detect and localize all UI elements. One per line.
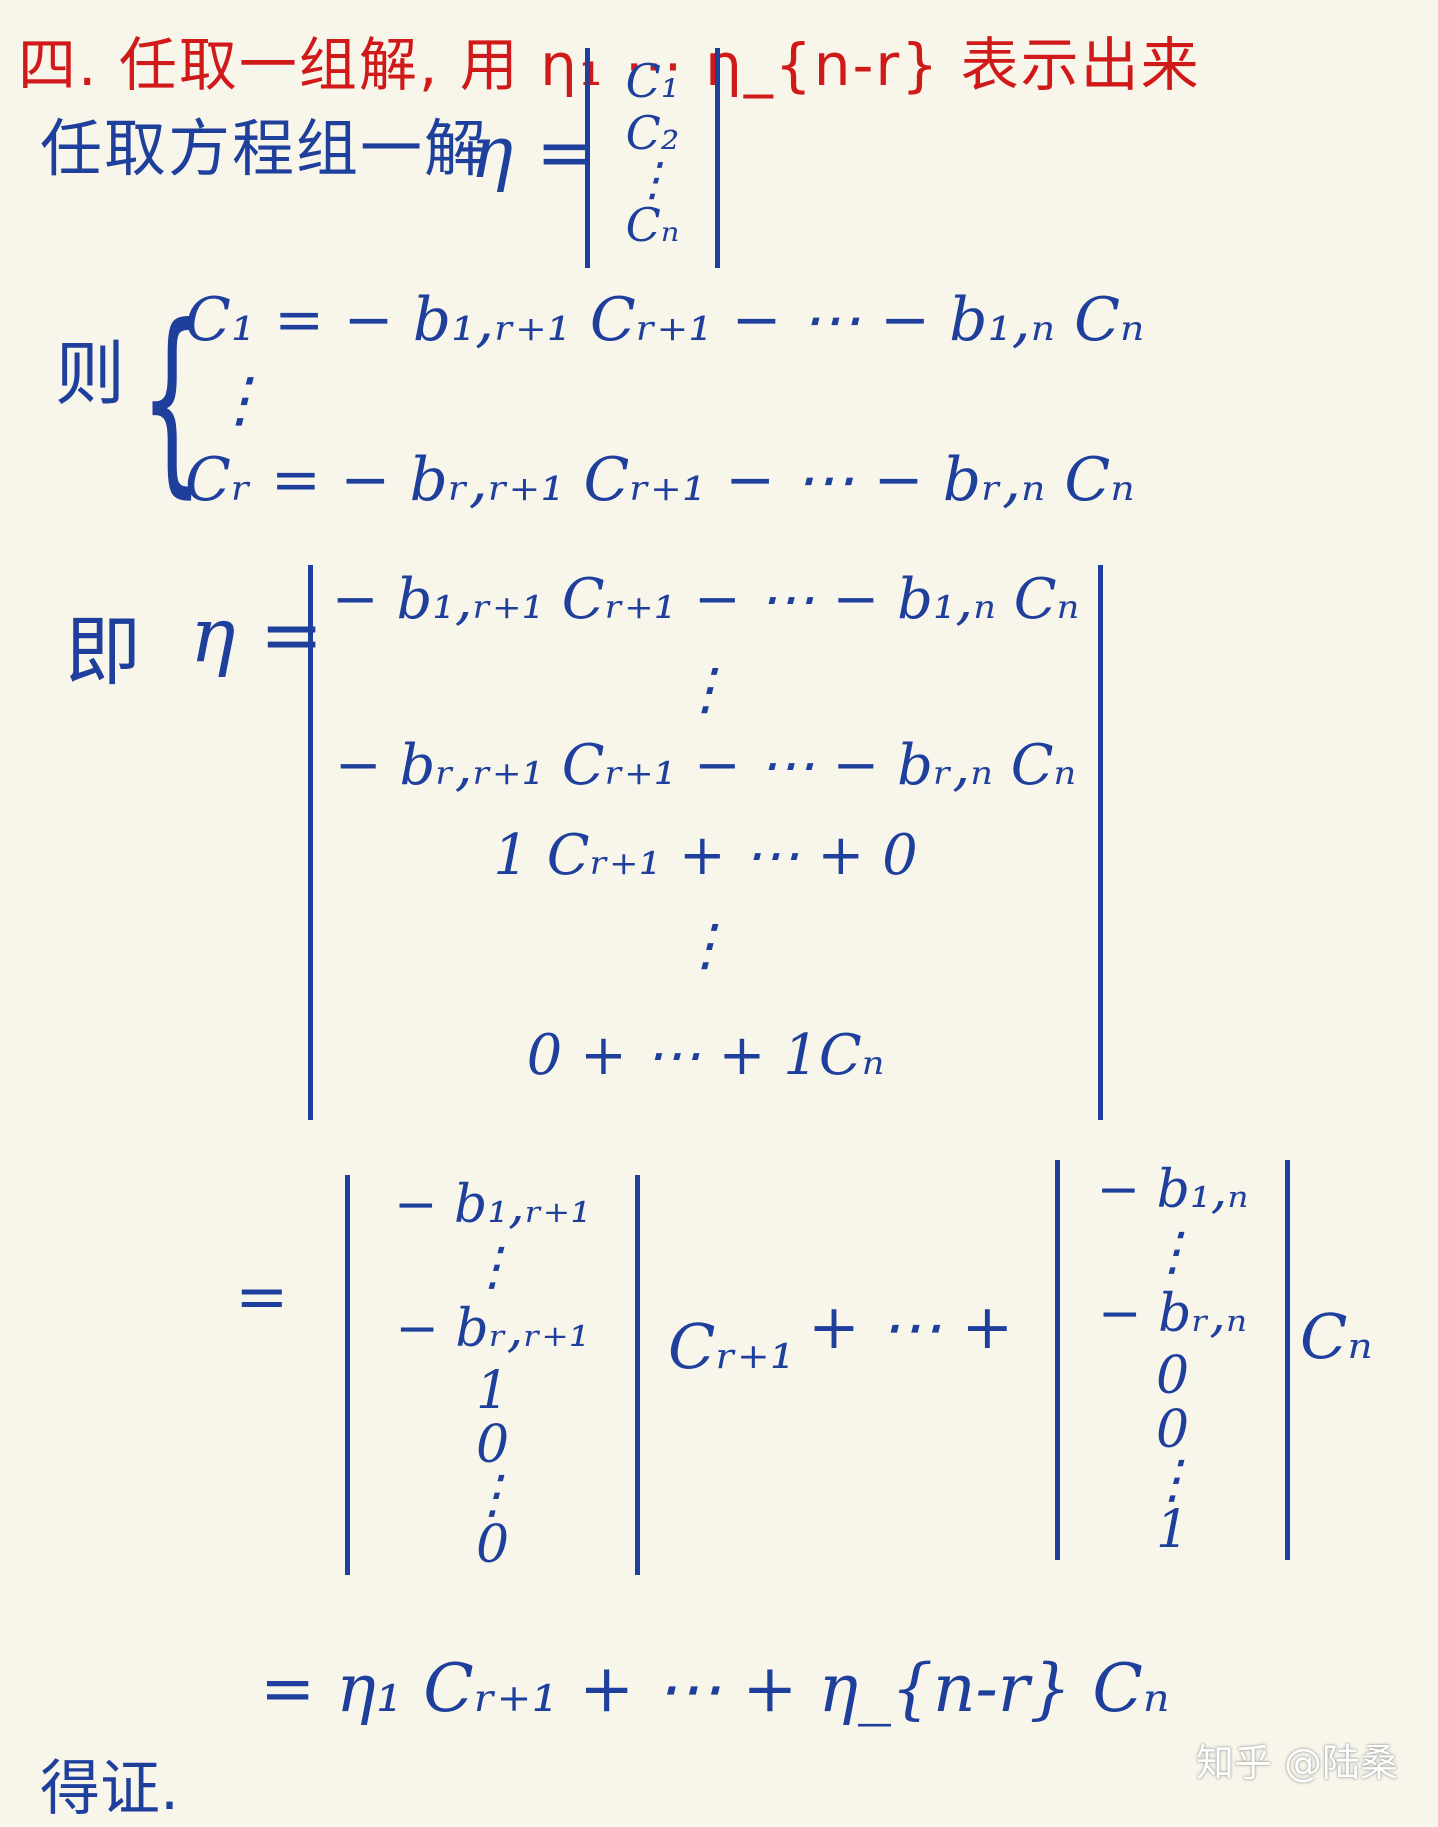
column-entry: 0: [475, 1415, 510, 1475]
conclusion-text: 得证.: [40, 1754, 180, 1824]
matrix-row: − b₁,ᵣ₊₁ Cᵣ₊₁ − ⋯ − b₁,ₙ Cₙ: [331, 567, 1080, 632]
plus-dots: + ⋯ +: [808, 1290, 1014, 1363]
c-vector: C₁ C₂ ⋮ Cₙ: [585, 48, 720, 268]
matrix-row: ⋮: [677, 913, 734, 978]
problem-title: 四. 任取一组解, 用 η₁ ⋯ η_{n-r} 表示出来: [18, 31, 1201, 99]
matrix-row: 1 Cᵣ₊₁ + ⋯ + 0: [493, 823, 918, 888]
take-solution-text: 任取方程组一解: [40, 112, 489, 185]
equals-sign: =: [235, 1260, 289, 1334]
column-entry: 0: [475, 1515, 510, 1575]
coefficient-2: Cₙ: [1300, 1300, 1373, 1373]
ji-label: 即: [65, 607, 141, 696]
column-entry: 1: [475, 1361, 510, 1421]
column-vector-1: − b₁,ᵣ₊₁ ⋮ − bᵣ,ᵣ₊₁ 1 0 ⋮ 0: [345, 1175, 640, 1575]
system-row: Cᵣ = − bᵣ,ᵣ₊₁ Cᵣ₊₁ − ⋯ − bᵣ,ₙ Cₙ: [185, 445, 1135, 515]
column-entry: ⋮: [466, 1237, 519, 1297]
c-vector-entry: C₂: [625, 106, 680, 160]
eta-expanded-matrix: − b₁,ᵣ₊₁ Cᵣ₊₁ − ⋯ − b₁,ₙ Cₙ ⋮ − bᵣ,ᵣ₊₁ C…: [308, 565, 1103, 1120]
watermark: 知乎 @陆桑: [1195, 1741, 1398, 1785]
column-entry: 0: [1155, 1400, 1190, 1460]
final-expression: = η₁ Cᵣ₊₁ + ⋯ + η_{n-r} Cₙ: [260, 1650, 1170, 1727]
coefficient-1: Cᵣ₊₁: [668, 1310, 795, 1383]
column-entry: − bᵣ,ₙ: [1097, 1284, 1248, 1344]
column-entry: − b₁,ₙ: [1096, 1160, 1249, 1220]
system-row: ⋮: [210, 365, 270, 435]
system-brace: {: [140, 283, 204, 516]
column-entry: ⋮: [1146, 1450, 1199, 1510]
column-entry: 1: [1155, 1500, 1190, 1560]
then-label: 则: [55, 333, 125, 415]
c-vector-entry: Cₙ: [625, 198, 680, 252]
eta-lhs-2: η =: [190, 590, 324, 679]
matrix-row: − bᵣ,ᵣ₊₁ Cᵣ₊₁ − ⋯ − bᵣ,ₙ Cₙ: [334, 733, 1077, 798]
column-entry: ⋮: [1146, 1222, 1199, 1282]
c-vector-entry: C₁: [625, 54, 680, 108]
matrix-row: 0 + ⋯ + 1Cₙ: [526, 1023, 885, 1088]
eta-lhs: η =: [470, 110, 597, 194]
matrix-row: ⋮: [677, 657, 734, 722]
column-vector-2: − b₁,ₙ ⋮ − bᵣ,ₙ 0 0 ⋮ 1: [1055, 1160, 1290, 1560]
system-row: C₁ = − b₁,ᵣ₊₁ Cᵣ₊₁ − ⋯ − b₁,ₙ Cₙ: [185, 285, 1145, 355]
column-entry: 0: [1155, 1346, 1190, 1406]
column-entry: − b₁,ᵣ₊₁: [393, 1175, 592, 1235]
column-entry: − bᵣ,ᵣ₊₁: [395, 1299, 590, 1359]
c-vector-entry: ⋮: [629, 152, 676, 206]
column-entry: ⋮: [466, 1465, 519, 1525]
